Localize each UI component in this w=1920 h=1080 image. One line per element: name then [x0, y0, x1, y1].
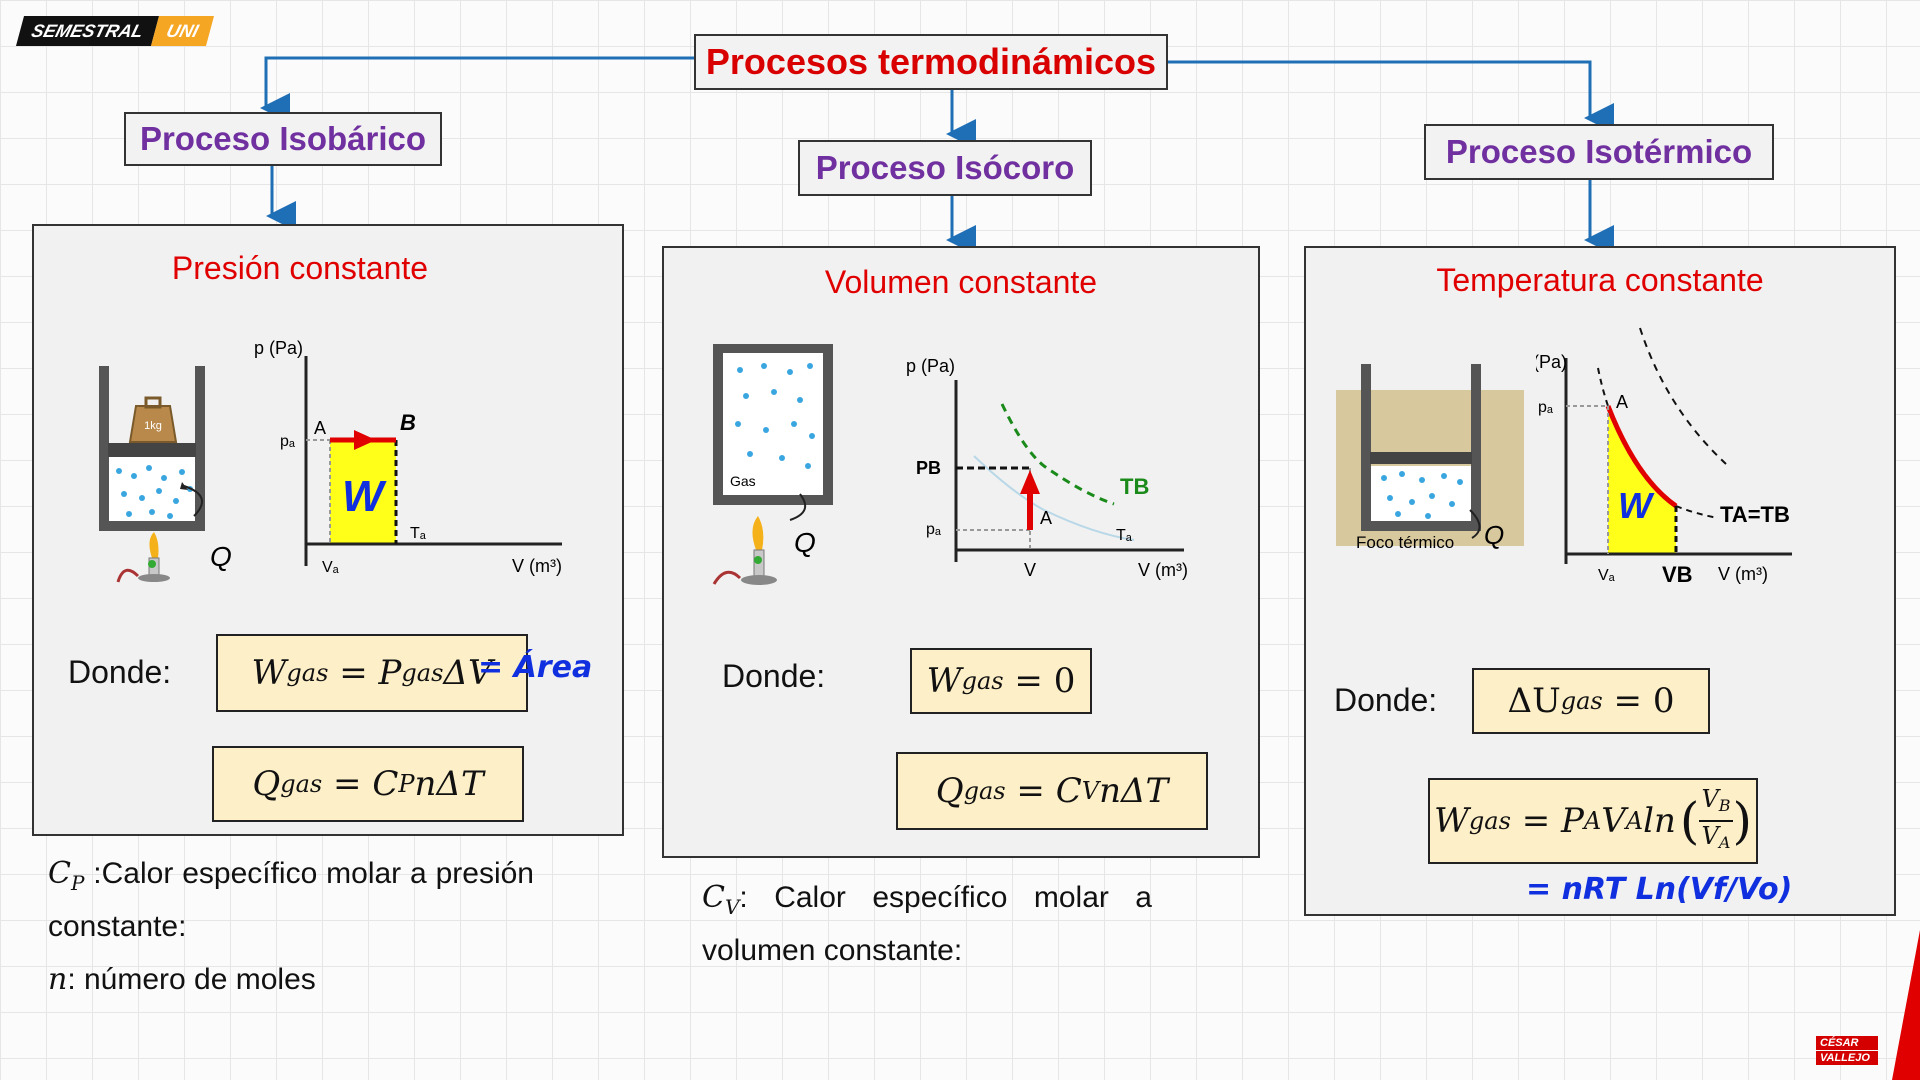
work-label: W	[1618, 485, 1655, 526]
isobaric-panel: Presión constante 1kg Q p	[32, 224, 624, 836]
y-axis-label: p (Pa)	[1536, 352, 1567, 372]
isochoric-donde: Donde:	[722, 658, 826, 694]
work-area	[1608, 406, 1676, 554]
right-dashed	[1675, 505, 1719, 519]
isochoric-header: Proceso Isócoro	[798, 140, 1092, 196]
point-b-label: B	[400, 410, 416, 435]
isothermal-pv-graph: p (Pa) V (m³) pₐ Vₐ VB A TA=TB W	[1536, 327, 1792, 587]
connector-to-isobaric	[260, 56, 694, 123]
isothermal-cylinder-illustration: Q Foco térmico	[1336, 364, 1524, 552]
cesar-vallejo-logo: CÉSAR VALLEJO	[1816, 1036, 1878, 1065]
vb-label: VB	[1662, 562, 1693, 587]
area-handnote: = Área	[478, 650, 593, 685]
pa-label: pₐ	[1538, 399, 1554, 416]
x-axis-label: V (m³)	[512, 556, 562, 576]
work-area	[330, 440, 396, 544]
fraction: VB VA	[1699, 785, 1733, 852]
isotherm-tb	[1000, 403, 1115, 506]
point-a-label: A	[1040, 508, 1052, 528]
isobaric-donde: Donde:	[68, 654, 172, 690]
isothermal-panel: Temperatura constante Q Foco térmico p (…	[1304, 246, 1896, 916]
pa-label: pₐ	[926, 521, 942, 538]
point-a-label: A	[314, 418, 326, 438]
isothermal-header: Proceso Isotérmico	[1424, 124, 1774, 180]
isochoric-container-illustration: Gas Q	[712, 344, 833, 585]
left-dashed	[1597, 367, 1609, 407]
isochoric-title: Volumen constante	[824, 264, 1098, 300]
tb-label: TB	[1120, 474, 1149, 499]
isothermal-name: Proceso Isotérmico	[1445, 133, 1753, 170]
outer-isotherm	[1639, 327, 1727, 465]
isobaric-header: Proceso Isobárico	[124, 112, 442, 166]
ta-label: Tₐ	[1116, 527, 1133, 544]
work-label: W	[342, 472, 387, 521]
x-axis-label: V (m³)	[1138, 560, 1188, 580]
va-label: Vₐ	[322, 559, 340, 576]
pa-label: pₐ	[280, 433, 296, 450]
corner-accent	[1892, 930, 1920, 1080]
isochoric-pv-graph: p (Pa) V (m³) PB pₐ V A Tₐ TB	[906, 356, 1188, 580]
isotherm-process	[1605, 405, 1678, 509]
gas-particles	[1381, 471, 1463, 519]
heat-label: Q	[794, 527, 816, 558]
isothermal-donde: Donde:	[1334, 682, 1438, 718]
pb-label: PB	[916, 458, 941, 478]
x-axis-label: V (m³)	[1718, 564, 1768, 584]
weight-label: 1kg	[144, 420, 162, 432]
isobaric-pv-graph: p (Pa) V (m³) pₐ Vₐ A B Tₐ W	[254, 338, 562, 576]
cp-definition: CP :Calor específico molar a presión con…	[48, 856, 534, 943]
isothermal-title: Temperatura constante	[1436, 262, 1764, 298]
main-title: Procesos termodinámicos	[705, 41, 1157, 82]
cv-definition: CV: Calor específico molar a volumen con…	[702, 880, 1152, 967]
burner-icon	[116, 532, 170, 583]
point-a-label: A	[1616, 392, 1628, 412]
heat-label: Q	[210, 541, 232, 572]
isobaric-cylinder-illustration: 1kg Q	[99, 366, 232, 583]
isochoric-panel: Volumen constante Gas Q p (Pa) V (m	[662, 246, 1260, 858]
v-label: V	[1024, 560, 1036, 580]
isotherm-ta	[973, 455, 1135, 541]
nrt-handnote: = nRT Ln(Vf/Vo)	[1526, 872, 1793, 907]
connector-to-isothermal	[1166, 60, 1614, 133]
temp-label: Tₐ	[410, 525, 427, 542]
gas-label: Gas	[730, 473, 756, 489]
logo-line2: VALLEJO	[1816, 1051, 1878, 1065]
moles-definition: n: número de moles	[48, 962, 316, 997]
logo-line1: CÉSAR	[1816, 1036, 1878, 1050]
isochoric-name: Proceso Isócoro	[815, 149, 1075, 186]
main-title-box: Procesos termodinámicos	[694, 34, 1168, 90]
foco-label: Foco térmico	[1356, 533, 1454, 552]
tree-connectors	[260, 56, 1614, 255]
temps-label: TA=TB	[1720, 502, 1790, 527]
gas-particles	[735, 363, 815, 469]
y-axis-label: p (Pa)	[254, 338, 303, 358]
burner-icon	[712, 516, 777, 585]
isobaric-title: Presión constante	[171, 250, 429, 286]
y-axis-label: p (Pa)	[906, 356, 955, 376]
heat-label: Q	[1484, 520, 1504, 550]
isobaric-name: Proceso Isobárico	[139, 120, 427, 157]
va-label: Vₐ	[1598, 567, 1616, 584]
